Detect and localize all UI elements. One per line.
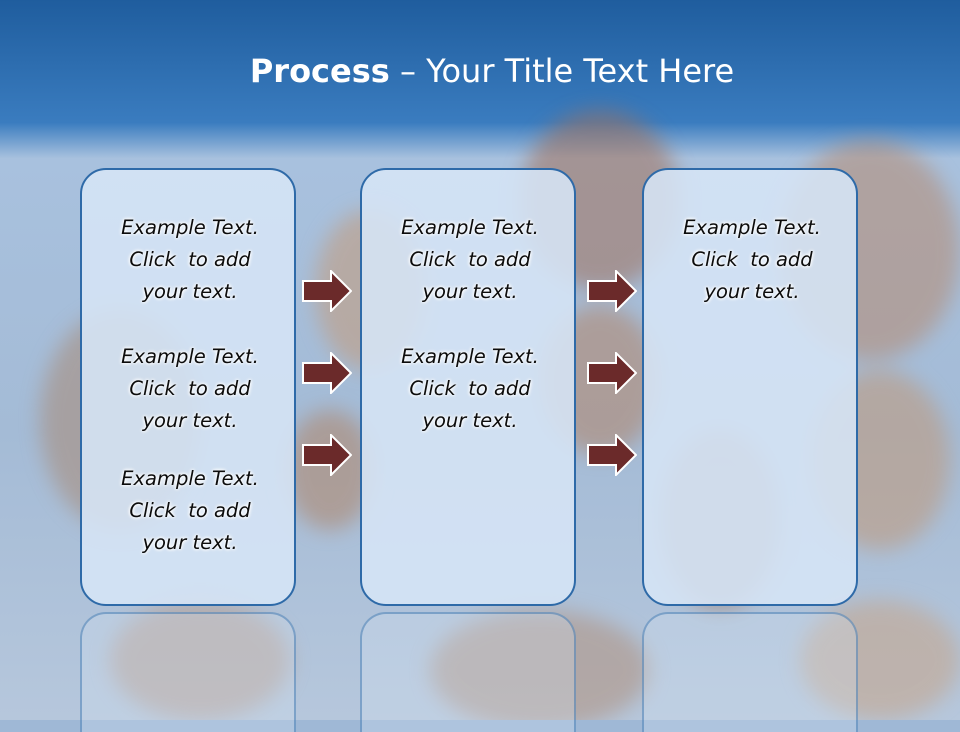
title-rest: – Your Title Text Here: [389, 52, 735, 90]
text-placeholder[interactable]: Example Text. Click to add your text.: [121, 345, 259, 432]
box-reflection: [360, 612, 576, 732]
right-arrow-icon: [587, 434, 637, 476]
process-box-2[interactable]: Example Text. Click to add your text. Ex…: [360, 168, 576, 606]
right-arrow-icon: [302, 434, 352, 476]
text-placeholder[interactable]: Example Text. Click to add your text.: [401, 345, 539, 432]
box-reflection: [642, 612, 858, 732]
text-placeholder[interactable]: Example Text. Click to add your text.: [121, 467, 259, 554]
text-placeholder[interactable]: Example Text. Click to add your text.: [683, 216, 821, 303]
right-arrow-icon: [302, 270, 352, 312]
box-reflection: [80, 612, 296, 732]
process-box-1[interactable]: Example Text. Click to add your text. Ex…: [80, 168, 296, 606]
right-arrow-icon: [587, 270, 637, 312]
right-arrow-icon: [587, 352, 637, 394]
slide-title[interactable]: Process – Your Title Text Here: [0, 52, 960, 90]
title-bold: Process: [249, 52, 390, 90]
text-placeholder[interactable]: Example Text. Click to add your text.: [401, 216, 539, 303]
text-placeholder[interactable]: Example Text. Click to add your text.: [121, 216, 259, 303]
right-arrow-icon: [302, 352, 352, 394]
process-box-3[interactable]: Example Text. Click to add your text.: [642, 168, 858, 606]
